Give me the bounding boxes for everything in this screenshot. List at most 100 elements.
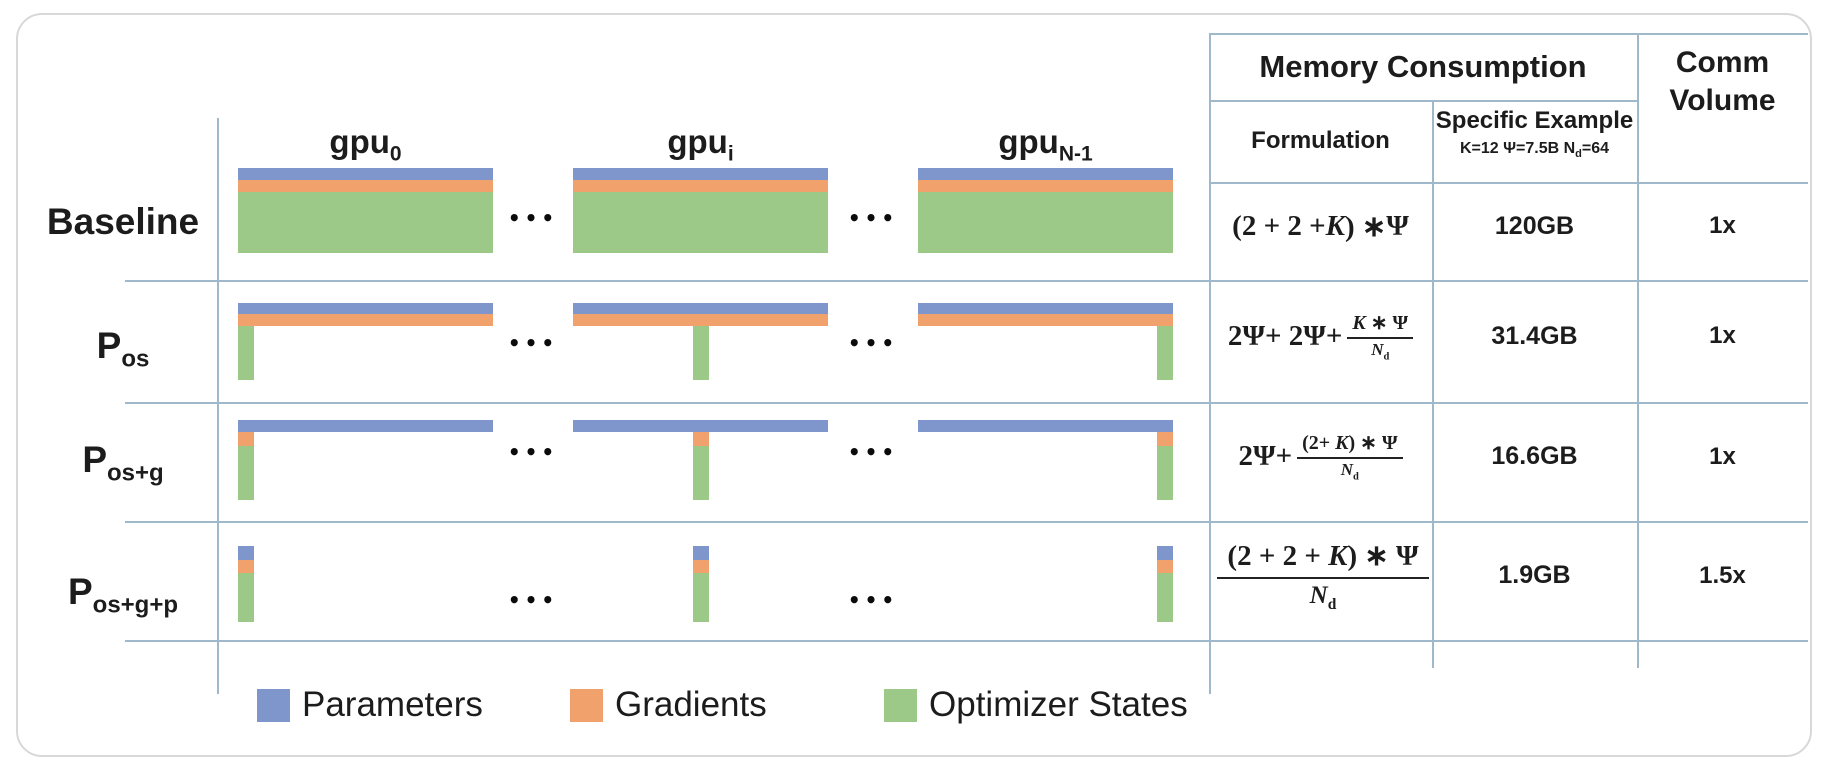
comm-volume-cell: 1x [1709, 322, 1736, 349]
gradients-segment [573, 180, 828, 192]
ellipsis-dots: ••• [847, 206, 899, 230]
subheader-underline [1209, 182, 1808, 184]
gpu-header-label: gpu [329, 123, 390, 160]
optimizer-states-segment [573, 192, 828, 253]
parameters-segment [573, 303, 828, 314]
specific-example-title: Specific Example [1435, 107, 1634, 134]
ellipsis-dots: ••• [507, 331, 559, 355]
comm-volume-header: Comm Volume [1637, 44, 1808, 120]
gradients-segment [918, 180, 1173, 192]
gpu-header-label: gpu [667, 123, 728, 160]
gradients-segment [238, 314, 493, 326]
row-label-main: P [96, 325, 122, 366]
gpu-axis-line [217, 118, 219, 694]
optimizer-states-segment [238, 326, 254, 380]
parameters-segment [238, 303, 493, 314]
row-separator-posgp [125, 640, 1808, 642]
memory-header-underline [1209, 100, 1637, 102]
optimizer-states-segment [693, 446, 709, 500]
ellipsis-dots: ••• [507, 440, 559, 464]
memory-consumption-header: Memory Consumption [1259, 48, 1587, 84]
row-label-main: P [67, 571, 93, 612]
comm-volume-cell: 1x [1709, 212, 1736, 239]
ellipsis-dots: ••• [847, 331, 899, 355]
optimizer-states-segment [918, 192, 1173, 253]
optimizer-states-segment [1157, 446, 1173, 500]
example-value-cell: 120GB [1494, 211, 1575, 240]
optimizer-states-segment [238, 192, 493, 253]
gpu-header-subscript: 0 [389, 142, 402, 166]
comm-header-line1: Comm [1675, 46, 1770, 79]
comm-volume-cell: 1.5x [1699, 561, 1746, 589]
gpu-header-i: gpui [573, 120, 828, 166]
parameters-segment [693, 546, 709, 560]
gradients-swatch [570, 689, 603, 722]
memory-comm-divider [1637, 33, 1639, 668]
example-value-cell: 31.4GB [1491, 321, 1578, 350]
row-label-baseline: Baseline [28, 196, 218, 248]
legend-item-optimizer-states: Optimizer States [929, 685, 1188, 724]
ellipsis-dots: ••• [847, 440, 899, 464]
optimizer-states-segment [1157, 573, 1173, 622]
gpu-header-label: gpu [998, 123, 1059, 160]
row-label-p-os+g+p: Pos+g+p [28, 566, 218, 618]
formulation-header: Formulation [1251, 127, 1390, 154]
example-value-cell: 16.6GB [1491, 442, 1578, 470]
specific-example-params: K=12 Ψ=7.5B Nd=64 [1459, 140, 1610, 161]
gradients-segment [1157, 560, 1173, 573]
gpu-header-0: gpu0 [238, 120, 493, 166]
specific-example-header: Specific Example K=12 Ψ=7.5B Nd=64 [1432, 106, 1637, 165]
parameters-segment [1157, 546, 1173, 560]
parameters-segment [573, 420, 828, 432]
formulation-example-divider [1432, 100, 1434, 668]
row-label-subscript: os+g [107, 459, 164, 487]
table-top-line [1209, 33, 1808, 35]
row-separator-baseline [125, 280, 1808, 282]
gradients-segment [238, 180, 493, 192]
ellipsis-dots: ••• [507, 588, 559, 612]
gradients-segment [238, 432, 254, 446]
row-separator-posg [125, 521, 1808, 523]
gradients-segment [693, 432, 709, 446]
gradients-segment [693, 560, 709, 573]
ellipsis-dots: ••• [507, 206, 559, 230]
legend-item-parameters: Parameters [302, 685, 483, 724]
ellipsis-dots: ••• [847, 588, 899, 612]
optimizer-states-segment [1157, 326, 1173, 380]
row-label-main: Baseline [46, 201, 200, 242]
gpu-header-n1: gpuN-1 [918, 120, 1173, 166]
optimizer-states-segment [693, 573, 709, 622]
parameters-segment [238, 168, 493, 180]
optimizer-states-swatch [884, 689, 917, 722]
optimizer-states-segment [693, 326, 709, 380]
optimizer-states-segment [238, 573, 254, 622]
legend-item-gradients: Gradients [615, 685, 767, 724]
gradients-segment [1157, 432, 1173, 446]
row-label-main: P [82, 439, 107, 480]
optimizer-states-segment [238, 446, 254, 500]
parameters-segment [573, 168, 828, 180]
row-label-subscript: os+g+p [92, 591, 179, 619]
table-left-border [1209, 33, 1211, 694]
comm-volume-cell: 1x [1709, 442, 1736, 470]
example-value-cell: 1.9GB [1498, 561, 1571, 589]
figure-card-border [16, 13, 1812, 757]
formula-cell: (2 + 2 + K) ∗ Ψ [1232, 209, 1409, 243]
row-label-p-os: Pos [28, 320, 218, 372]
parameters-segment [918, 420, 1173, 432]
parameters-segment [238, 546, 254, 560]
comm-header-line2: Volume [1669, 84, 1776, 117]
parameters-segment [238, 420, 493, 432]
parameters-segment [918, 168, 1173, 180]
row-label-subscript: os [121, 345, 150, 373]
gradients-segment [573, 314, 828, 326]
gpu-header-subscript: i [727, 142, 734, 166]
row-label-p-os+g: Pos+g [28, 434, 218, 486]
parameters-segment [918, 303, 1173, 314]
row-separator-pos [125, 402, 1808, 404]
gpu-header-subscript: N-1 [1058, 142, 1093, 166]
